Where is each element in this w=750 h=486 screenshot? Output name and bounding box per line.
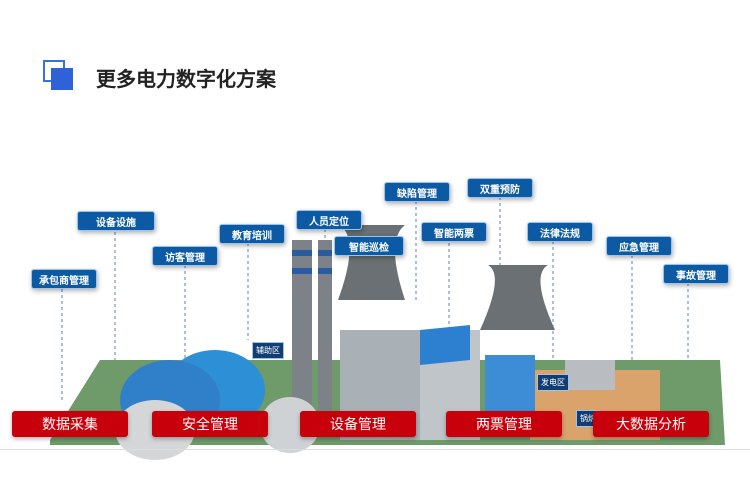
data-collection-button[interactable]: 数据采集 [12, 411, 128, 437]
tag-dual-prevention[interactable]: 双重预防 [467, 178, 533, 198]
title-icon [43, 60, 75, 92]
zone-auxiliary: 辅助区 [252, 342, 284, 359]
page-title: 更多电力数字化方案 [96, 67, 276, 91]
tag-defect-management[interactable]: 缺陷管理 [384, 182, 450, 202]
tag-emergency-management[interactable]: 应急管理 [606, 236, 672, 256]
tag-smart-inspection[interactable]: 智能巡检 [334, 236, 404, 256]
tag-equipment-facilities[interactable]: 设备设施 [77, 211, 155, 231]
tag-personnel-positioning[interactable]: 人员定位 [296, 210, 362, 230]
divider [0, 449, 750, 450]
tag-smart-tickets[interactable]: 智能两票 [421, 222, 487, 242]
equipment-management-button[interactable]: 设备管理 [300, 411, 416, 437]
tag-accident-management[interactable]: 事故管理 [663, 264, 729, 284]
big-data-analysis-button[interactable]: 大数据分析 [593, 411, 709, 437]
tag-visitor-management[interactable]: 访客管理 [152, 246, 218, 266]
tag-laws-regulations[interactable]: 法律法规 [527, 222, 593, 242]
safety-management-button[interactable]: 安全管理 [152, 411, 268, 437]
tag-education-training[interactable]: 教育培训 [219, 224, 285, 244]
two-tickets-management-button[interactable]: 两票管理 [446, 411, 562, 437]
zone-generation: 发电区 [537, 374, 569, 391]
tag-contractor-management[interactable]: 承包商管理 [31, 269, 97, 289]
